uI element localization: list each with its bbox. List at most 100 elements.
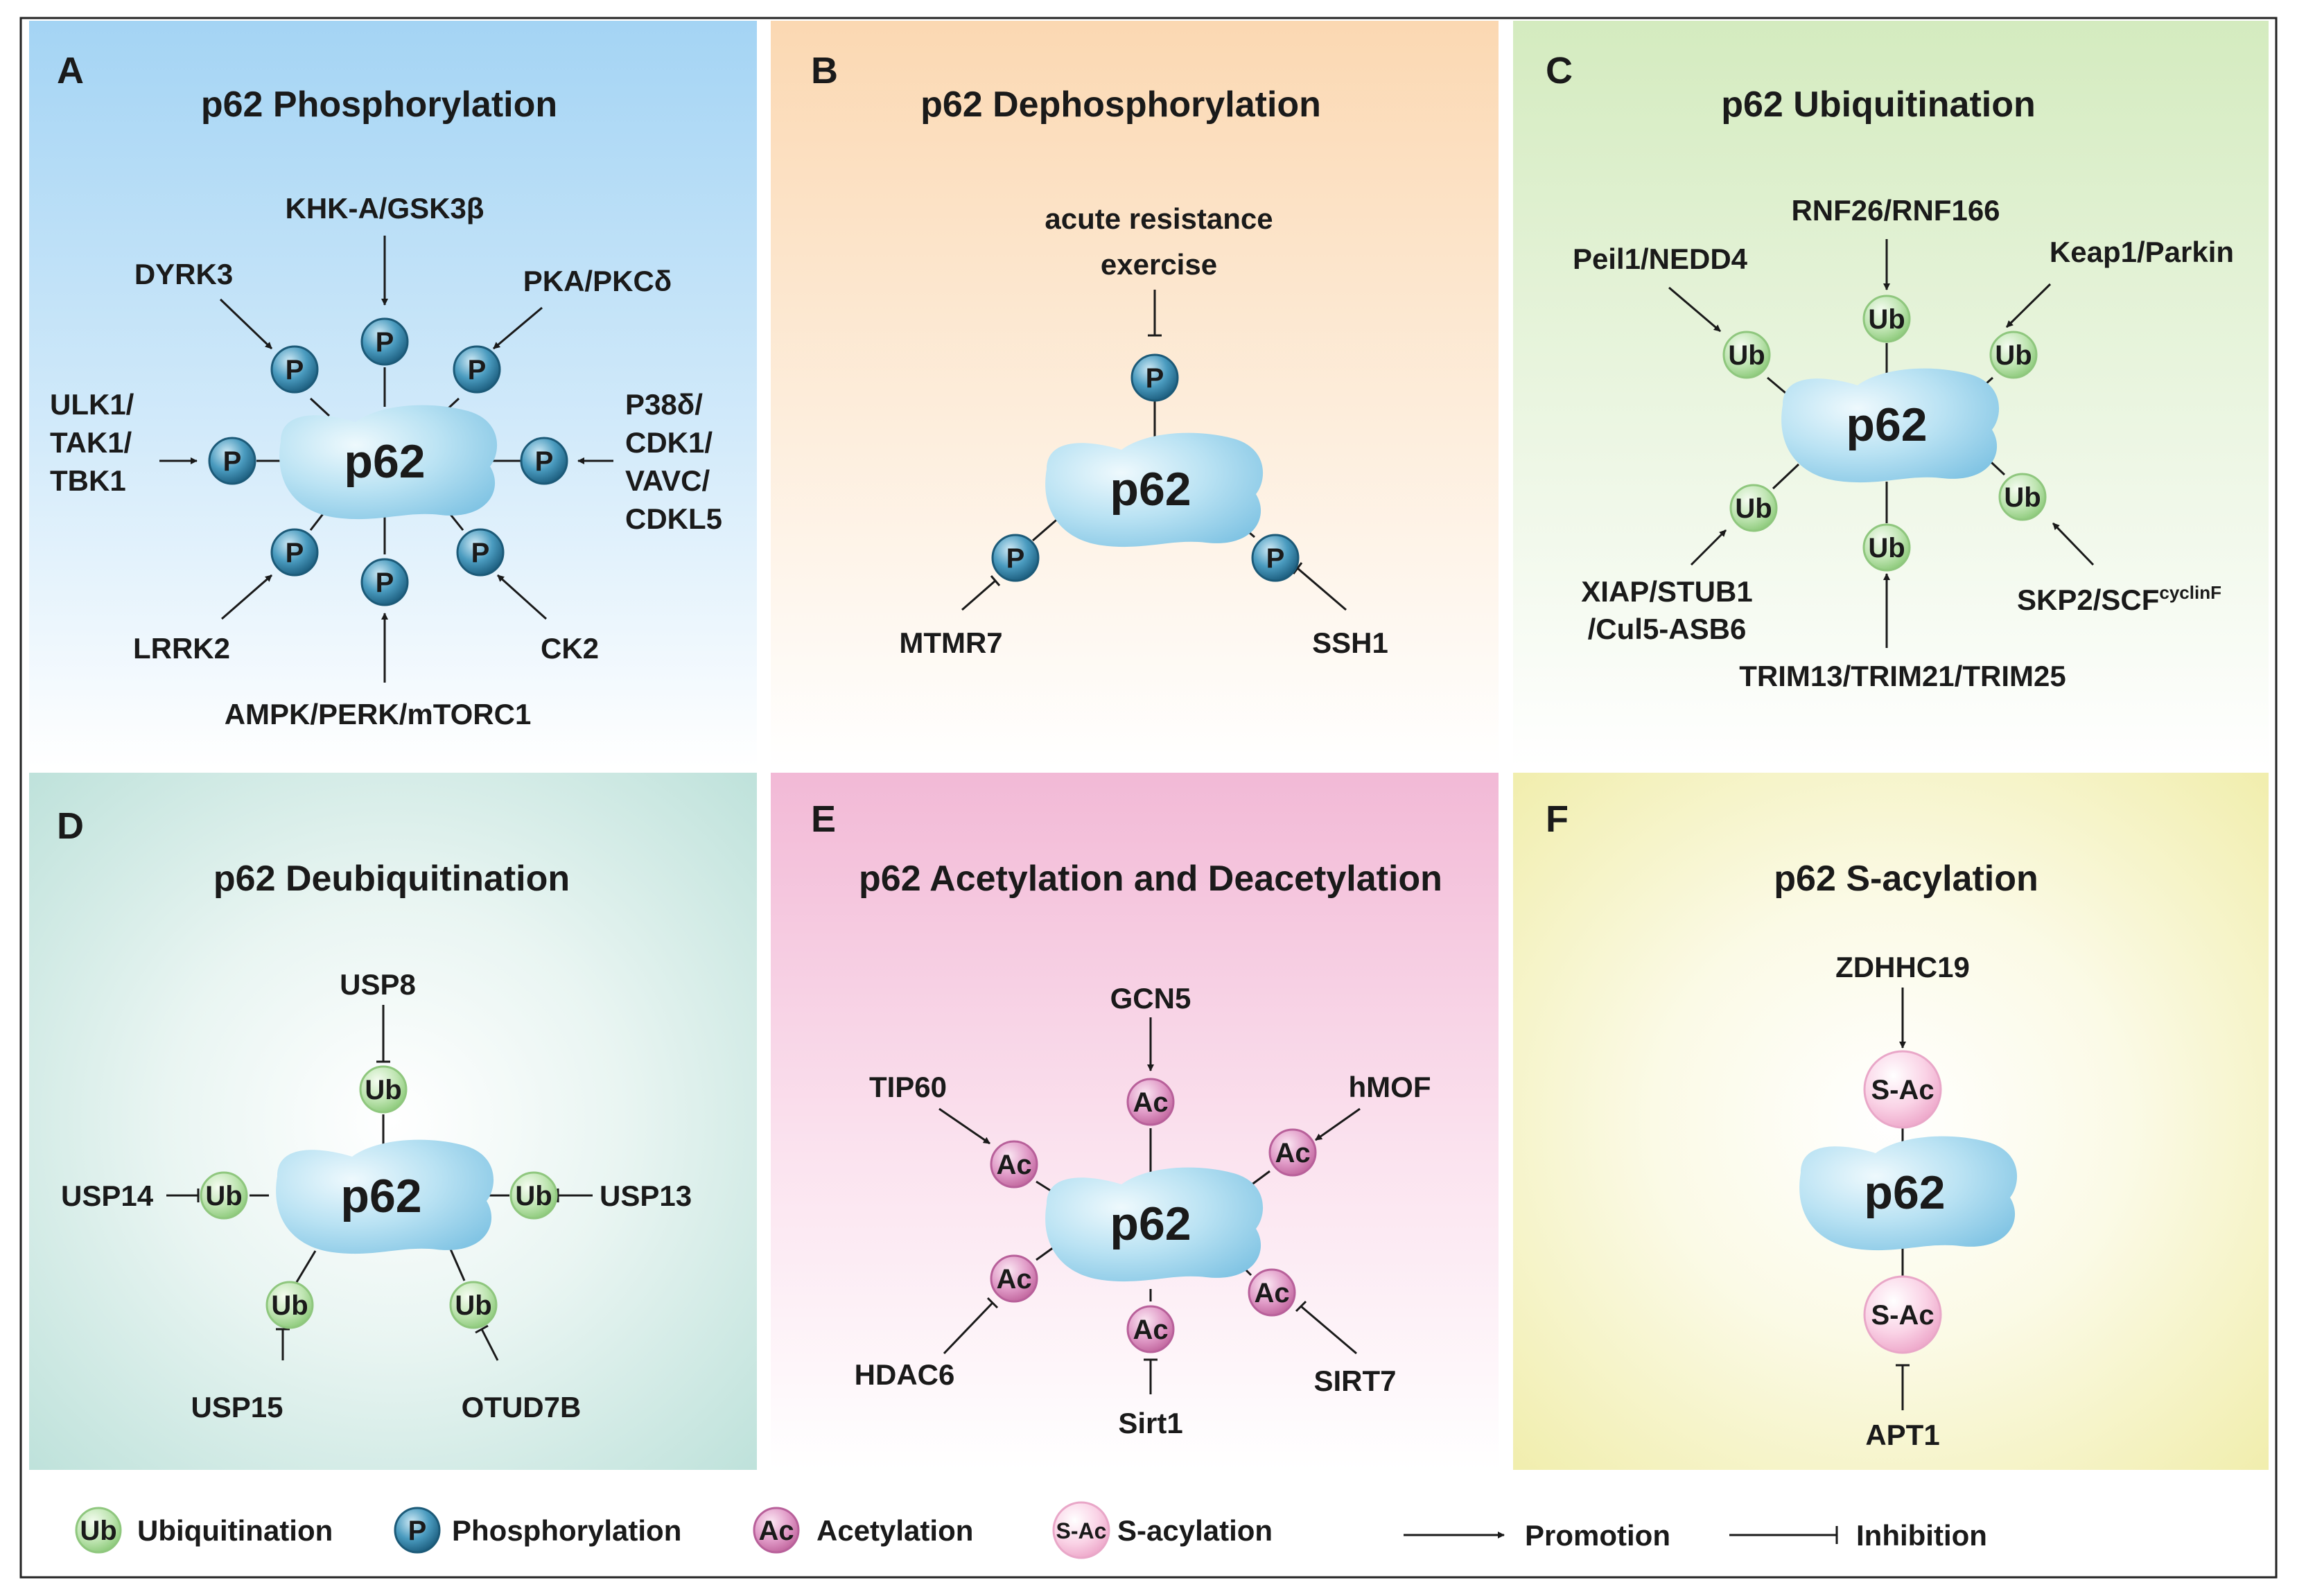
panel-f-title: p62 S-acylation	[1774, 859, 2038, 899]
legend-ub-symbol: Ub	[75, 1507, 122, 1554]
label-vavc: VAVC/	[625, 464, 710, 497]
phospho-site: P	[1130, 353, 1179, 402]
panel-c: C p62 Ubiquitination p62 Ub Ub Ub Ub Ub …	[1546, 50, 2234, 692]
legend-ac-label: Acetylation	[816, 1514, 973, 1547]
legend-ac-symbol: Ac	[753, 1507, 800, 1554]
legend-sac-symbol: S-Ac	[1052, 1501, 1110, 1559]
label-ulk1: ULK1/	[50, 388, 134, 421]
legend-promotion-label: Promotion	[1525, 1519, 1670, 1552]
ub-site: Ub	[1862, 523, 1911, 572]
legend-p-symbol: P	[394, 1507, 441, 1554]
label-usp15: USP15	[191, 1391, 283, 1423]
phospho-site: P	[991, 534, 1040, 582]
svg-text:Ac: Ac	[1133, 1315, 1168, 1345]
svg-text:Ac: Ac	[1133, 1087, 1168, 1118]
ac-site: Ac	[1248, 1268, 1296, 1317]
label-hmof: hMOF	[1349, 1071, 1431, 1103]
svg-text:P: P	[1146, 363, 1164, 394]
label-p38d: P38δ/	[625, 388, 703, 421]
svg-text:Ac: Ac	[1275, 1138, 1310, 1168]
ub-site: Ub	[200, 1171, 248, 1220]
panel-d-inhibitions	[166, 1005, 593, 1361]
ac-site: Ac	[1126, 1078, 1175, 1126]
label-trim: TRIM13/TRIM21/TRIM25	[1739, 660, 2065, 692]
phospho-site: P	[208, 437, 256, 485]
svg-text:P: P	[376, 568, 394, 598]
label-zdhhc19: ZDHHC19	[1835, 951, 1970, 983]
label-hdac6: HDAC6	[855, 1358, 955, 1391]
svg-text:P: P	[1006, 543, 1025, 574]
label-tak1: TAK1/	[50, 426, 132, 459]
figure-border	[19, 17, 2278, 1579]
panel-d-bg	[29, 773, 757, 1470]
svg-text:S-Ac: S-Ac	[1871, 1300, 1934, 1331]
label-mtmr7: MTMR7	[899, 626, 1002, 659]
panel-f-blob: p62	[1799, 1136, 2018, 1251]
panel-e: E p62 Acetylation and Deacetylation p62 …	[811, 798, 1442, 1439]
label-sirt7: SIRT7	[1313, 1365, 1396, 1397]
panel-a-bg	[29, 21, 757, 768]
label-tip60: TIP60	[869, 1071, 947, 1103]
svg-text:Ub: Ub	[1735, 493, 1772, 524]
svg-text:Ub: Ub	[271, 1290, 308, 1321]
svg-text:Ub: Ub	[1868, 533, 1905, 563]
panel-b-p62: p62	[1110, 463, 1191, 516]
svg-text:Ub: Ub	[455, 1290, 491, 1321]
svg-text:P: P	[468, 355, 487, 385]
panel-d-p62: p62	[340, 1170, 421, 1222]
panel-a-p62: p62	[344, 435, 425, 488]
label-pka-pkcd: PKA/PKCδ	[523, 265, 672, 297]
panel-b: B p62 Dephosphorylation acute resistance…	[811, 50, 1388, 659]
label-ssh1: SSH1	[1312, 626, 1388, 659]
svg-text:Ub: Ub	[1728, 340, 1765, 371]
ub-site: Ub	[265, 1281, 314, 1329]
panel-e-arrows	[938, 1017, 1361, 1145]
panel-f: F p62 S-acylation p62 S-Ac S-Ac ZDHHC19 …	[1546, 798, 2038, 1451]
panel-a-arrows	[159, 236, 613, 683]
label-dyrk3: DYRK3	[134, 258, 233, 290]
panel-c-arrows	[1668, 239, 2095, 648]
svg-text:Ub: Ub	[515, 1181, 552, 1211]
panel-e-p62: p62	[1110, 1198, 1191, 1250]
label-exercise: exercise	[1101, 248, 1217, 281]
svg-text:P: P	[535, 446, 554, 477]
panel-c-title: p62 Ubiquitination	[1721, 85, 2036, 125]
legend-sac-label: S-acylation	[1117, 1514, 1273, 1547]
label-peil1-nedd4: Peil1/NEDD4	[1573, 243, 1748, 275]
ub-site: Ub	[359, 1065, 408, 1114]
panel-a-title: p62 Phosphorylation	[201, 85, 557, 125]
label-acute-resistance: acute resistance	[1045, 202, 1273, 235]
phospho-site: P	[453, 345, 501, 394]
legend-inhibition-label: Inhibition	[1856, 1519, 1987, 1552]
label-keap1-parkin: Keap1/Parkin	[2050, 236, 2234, 268]
panel-a-letter: A	[57, 50, 84, 91]
svg-text:Ac: Ac	[758, 1516, 794, 1546]
ac-site: Ac	[1268, 1128, 1317, 1177]
svg-text:P: P	[471, 538, 490, 568]
panel-b-title: p62 Dephosphorylation	[920, 85, 1321, 125]
panel-a: A p62 Phosphorylation p62 P P	[50, 50, 722, 730]
legend: Ub Ubiquitination P Phosphorylation Ac A…	[75, 1501, 1987, 1559]
phospho-site: P	[360, 317, 409, 366]
panel-e-letter: E	[811, 798, 836, 840]
phospho-site: P	[270, 528, 319, 577]
svg-text:Ac: Ac	[996, 1150, 1031, 1180]
svg-text:S-Ac: S-Ac	[1871, 1075, 1934, 1105]
svg-text:P: P	[223, 446, 242, 477]
svg-text:S-Ac: S-Ac	[1056, 1518, 1107, 1543]
svg-text:Ub: Ub	[1995, 340, 2032, 371]
label-skp2-scf: SKP2/SCFcyclinF	[2017, 582, 2221, 616]
panel-b-inhibitions	[961, 290, 1347, 611]
panel-f-p62: p62	[1864, 1166, 1945, 1219]
label-apt1: APT1	[1865, 1419, 1939, 1451]
legend-p-label: Phosphorylation	[452, 1514, 681, 1547]
label-ck2: CK2	[541, 632, 599, 665]
svg-text:P: P	[1266, 543, 1285, 574]
ac-site: Ac	[990, 1140, 1038, 1189]
ub-site: Ub	[449, 1281, 498, 1329]
label-cul5-asb6: /Cul5-ASB6	[1588, 613, 1747, 645]
panel-b-bg	[771, 21, 1499, 768]
phospho-site: P	[360, 558, 409, 606]
panel-c-letter: C	[1546, 50, 1573, 91]
